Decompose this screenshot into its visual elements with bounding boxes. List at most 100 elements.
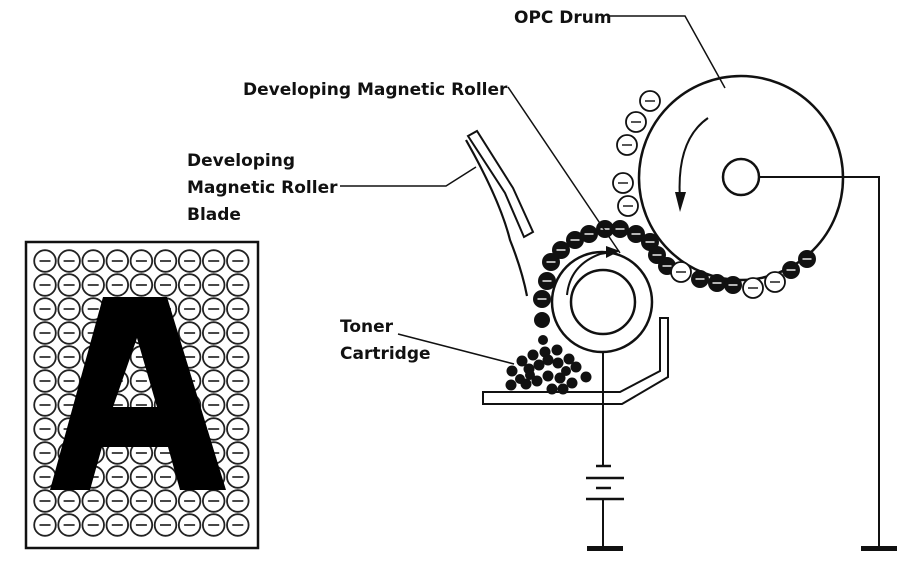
toner-particle (554, 372, 566, 384)
negative-charge (33, 393, 57, 417)
negative-charge (201, 297, 226, 321)
hopper-wall (465, 139, 529, 297)
toner-particle (542, 370, 554, 382)
negative-charge (764, 271, 786, 293)
toner-particle (580, 371, 592, 383)
negative-charge (129, 273, 154, 297)
negative-charge (226, 297, 250, 321)
negative-charge (57, 249, 81, 273)
bias-circuit (586, 176, 897, 551)
negative-charge (33, 513, 57, 537)
toner-particle (546, 383, 558, 395)
letter-a: A (50, 297, 226, 490)
negative-charge (226, 249, 250, 273)
negative-charge (226, 273, 250, 297)
negative-charge (616, 134, 638, 156)
negative-charge (33, 273, 57, 297)
negative-charge (153, 489, 178, 513)
developing-roller-label: Developing Magnetic Roller (243, 80, 508, 100)
negative-charge (105, 249, 130, 273)
negative-charge (153, 273, 178, 297)
negative-charge (57, 513, 81, 537)
negative-charge (201, 369, 226, 393)
negative-charge (201, 321, 226, 345)
negative-charge (33, 417, 57, 441)
toner-particle (552, 357, 564, 369)
toner-label-line-1: Toner (340, 317, 394, 337)
toner-particle (534, 312, 550, 328)
charged-toner-particle (691, 270, 709, 288)
charged-toner-particle (542, 253, 560, 271)
toner-particle (525, 370, 535, 380)
negative-charge (33, 441, 57, 465)
toner-particle (516, 355, 528, 367)
toner-particle (557, 383, 569, 395)
drum-ground-wire (759, 176, 880, 546)
negative-charge (81, 513, 105, 537)
negative-charge (177, 321, 202, 345)
negative-charge (129, 249, 154, 273)
toner-label-line-2: Cartridge (340, 344, 431, 364)
negative-charge (177, 513, 202, 537)
roller-ground-icon (587, 546, 623, 551)
charged-toner-particle (782, 261, 800, 279)
toner-particle (533, 359, 545, 371)
negative-charge (226, 321, 250, 345)
negative-charge (153, 465, 178, 489)
negative-charge (226, 417, 250, 441)
sample-page: A (24, 240, 260, 550)
negative-charge (105, 513, 130, 537)
toner-particle (538, 335, 548, 345)
negative-charge (105, 489, 130, 513)
drum-rotation-arrow (678, 117, 709, 201)
negative-charge (105, 465, 130, 489)
negative-charge (105, 273, 130, 297)
roller-arrow-head-icon (606, 246, 620, 258)
negative-charge (57, 297, 81, 321)
negative-charge (612, 172, 634, 194)
toner-particle (566, 377, 578, 389)
blade-leader (340, 166, 477, 187)
negative-charge (201, 489, 226, 513)
negative-charge (226, 489, 250, 513)
toner-tray (482, 317, 669, 405)
charged-toner-particle (538, 272, 556, 290)
negative-charge (57, 345, 81, 369)
negative-charge (201, 393, 226, 417)
negative-charge (81, 249, 105, 273)
negative-charge (153, 249, 178, 273)
negative-charge (57, 321, 81, 345)
charged-toner-particle (566, 231, 584, 249)
negative-charge (201, 249, 226, 273)
negative-charge (57, 369, 81, 393)
negative-charge (617, 195, 639, 217)
toner-particle (505, 379, 517, 391)
toner-particles (505, 90, 816, 395)
developing-roller (550, 246, 654, 354)
blade-label-line-1: Developing (187, 151, 295, 171)
negative-charge (226, 513, 250, 537)
blade-label-line-2: Magnetic Roller (187, 178, 338, 198)
toner-particle (563, 353, 575, 365)
negative-charge (33, 489, 57, 513)
negative-charge (625, 111, 647, 133)
negative-charge (226, 345, 250, 369)
negative-charge (226, 393, 250, 417)
toner-particle (527, 349, 539, 361)
opc-drum-leader (608, 15, 726, 89)
blade-body (466, 129, 535, 239)
negative-charge (177, 273, 202, 297)
developing-roller-blade (466, 129, 535, 239)
toner-particle (561, 366, 571, 376)
charged-toner-particle (533, 290, 551, 308)
negative-charge (226, 441, 250, 465)
negative-charge (57, 273, 81, 297)
negative-charge (177, 489, 202, 513)
negative-charge (153, 513, 178, 537)
negative-charge (57, 489, 81, 513)
toner-particle (520, 378, 532, 390)
negative-charge (33, 321, 57, 345)
negative-charge (201, 273, 226, 297)
charged-toner-particle (627, 225, 645, 243)
negative-charge (201, 345, 226, 369)
